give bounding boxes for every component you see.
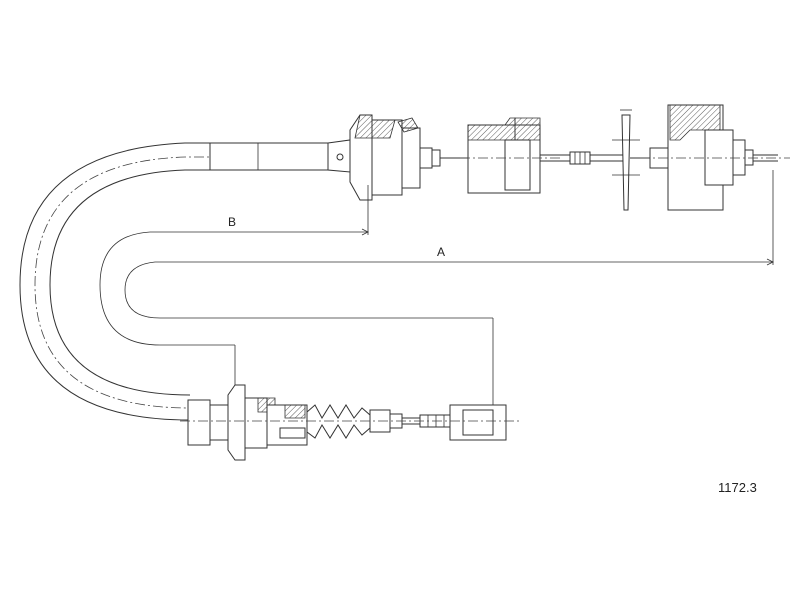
middle-top-block bbox=[460, 117, 560, 194]
dimension-b-label: B bbox=[228, 215, 236, 229]
dimension-a: A bbox=[124, 170, 774, 405]
dimension-a-label: A bbox=[437, 245, 445, 259]
cable-sheath bbox=[19, 139, 351, 421]
part-number: 1172.3 bbox=[718, 480, 757, 495]
dimension-b: B bbox=[99, 185, 369, 400]
upper-end-fitting bbox=[349, 114, 470, 201]
threaded-rod bbox=[540, 109, 640, 211]
lower-end-fitting bbox=[180, 384, 520, 461]
right-end-fitting bbox=[630, 104, 790, 211]
